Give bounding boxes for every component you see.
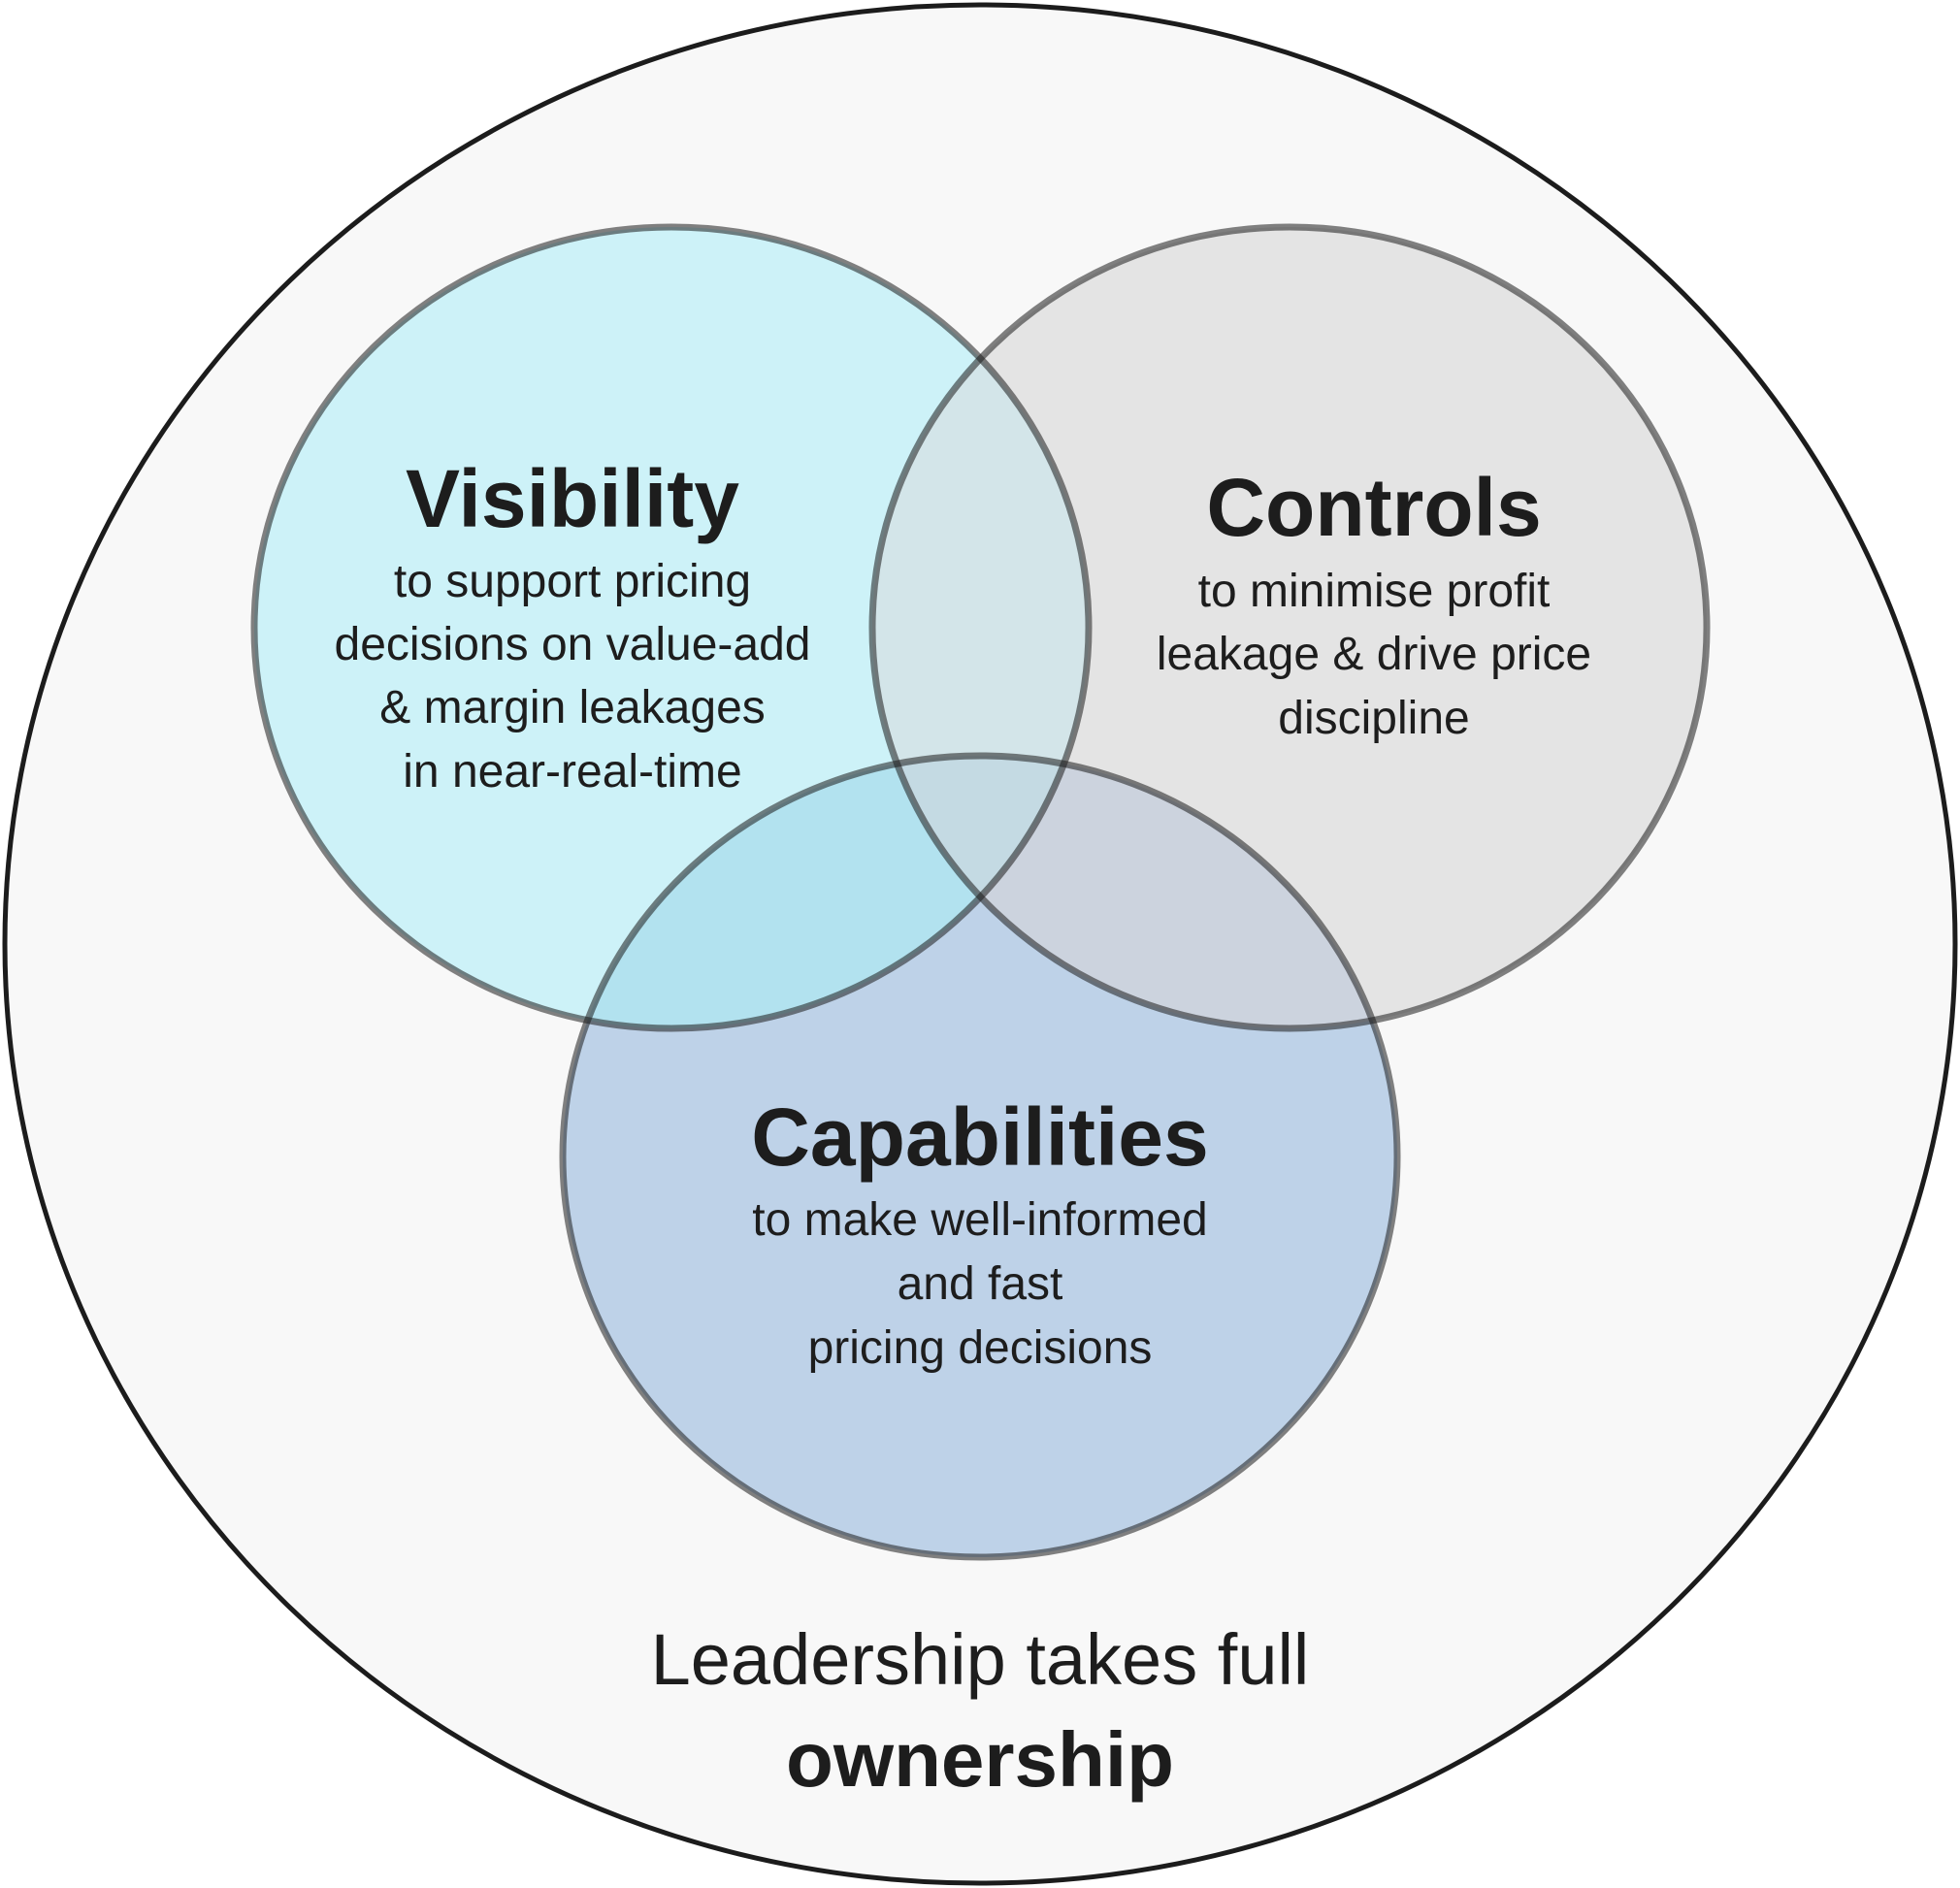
visibility-capabilities-overlap-group [563,756,1089,1028]
visibility-desc-line-3: & margin leakages [379,682,766,733]
controls-capabilities-overlap [872,756,1397,1028]
controls-desc-line-1: to minimise profit [1198,566,1551,617]
controls-desc-line-3: discipline [1278,693,1469,744]
visibility-desc-line-1: to support pricing [394,556,751,607]
capabilities-desc-line-3: pricing decisions [808,1322,1153,1374]
visibility-desc-line-2: decisions on value-add [335,619,811,670]
capabilities-title: Capabilities [751,1091,1208,1183]
visibility-title: Visibility [406,453,739,544]
capabilities-circle-outline [559,752,1401,1561]
controls-desc-line-2: leakage & drive price [1157,629,1591,680]
capabilities-desc-line-1: to make well-informed [752,1194,1208,1246]
capabilities-desc-line-2: and fast [898,1258,1063,1310]
leadership-line-1: Leadership takes full [651,1619,1310,1700]
visibility-circle-outline [250,223,1093,1032]
leadership-line-2: ownership [786,1716,1174,1803]
controls-circle-outline [868,223,1711,1032]
visibility-capabilities-overlap [563,756,1089,1028]
controls-capabilities-overlap-group [872,756,1397,1028]
controls-title: Controls [1206,462,1541,553]
visibility-desc-line-4: in near-real-time [403,746,741,798]
